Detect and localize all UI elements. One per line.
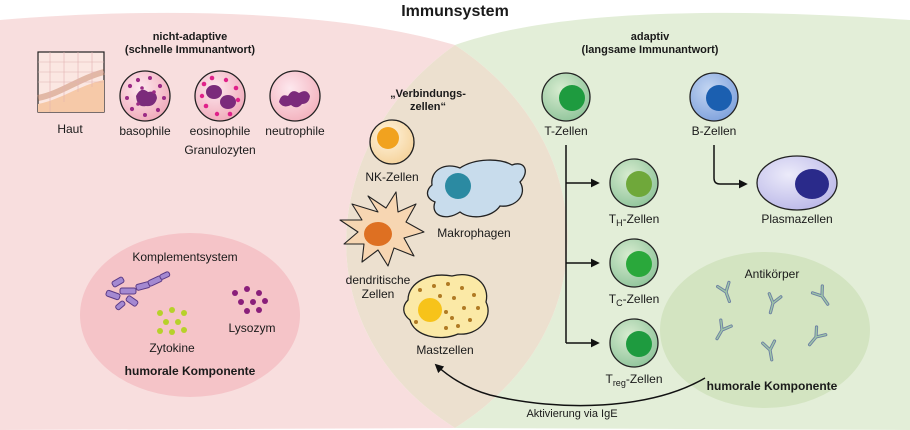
t-cells-label: T-Zellen xyxy=(544,124,587,138)
bridge-heading-line2: zellen“ xyxy=(410,101,446,113)
mast-cell xyxy=(403,274,489,339)
neutrophil-label: neutrophile xyxy=(265,124,325,138)
innate-humoral-zone xyxy=(80,233,300,397)
plasma-cells-label: Plasmazellen xyxy=(761,212,832,226)
skin-illustration xyxy=(37,51,105,113)
dendritic-cells-label-line2: Zellen xyxy=(362,287,395,301)
diagram-title: Immunsystem xyxy=(401,3,509,20)
macrophage-cell xyxy=(426,159,526,218)
complement-system-icon xyxy=(105,271,171,311)
mast-cells-label: Mastzellen xyxy=(416,343,473,357)
adaptive-humoral-component-label: humorale Komponente xyxy=(707,379,838,393)
basophil-label: basophile xyxy=(119,124,171,138)
adaptive-heading-line1: adaptiv xyxy=(631,31,670,43)
nk-cells-label: NK-Zellen xyxy=(365,170,418,184)
adaptive-heading-line2: (langsame Immunantwort) xyxy=(582,44,719,56)
neutrophil-cell xyxy=(269,70,321,122)
treg-cell xyxy=(609,318,659,368)
eosinophil-label: eosinophile xyxy=(190,124,251,138)
lysozyme-icon xyxy=(232,286,268,314)
tc-cells-label: TC-Zellen xyxy=(609,292,660,308)
antibody-highlights xyxy=(716,281,829,361)
th-cell xyxy=(609,158,659,208)
tc-cell xyxy=(609,238,659,288)
dendritic-cells-label-line1: dendritische xyxy=(346,273,411,287)
innate-humoral-component-label: humorale Komponente xyxy=(125,364,256,378)
t-cell-differentiation-arrows xyxy=(565,145,600,348)
ige-activation-label: Aktivierung via IgE xyxy=(526,408,617,420)
complement-label: Komplementsystem xyxy=(132,250,237,264)
adaptive-humoral-zone xyxy=(660,252,870,408)
macrophage-label: Makrophagen xyxy=(437,226,510,240)
th-cells-label: TH-Zellen xyxy=(609,212,660,228)
cytokines-icon xyxy=(157,307,187,335)
treg-cells-label: Treg-Zellen xyxy=(605,372,662,388)
t-cell xyxy=(541,72,591,122)
dendritic-cell xyxy=(339,191,425,267)
lysozyme-label: Lysozym xyxy=(229,321,276,335)
b-to-plasma-arrow xyxy=(713,145,748,189)
b-cell xyxy=(689,72,739,122)
ige-activation-arrow xyxy=(434,363,706,407)
cytokines-label: Zytokine xyxy=(149,341,195,355)
nk-cell xyxy=(369,119,415,165)
eosinophil-cell xyxy=(194,70,246,122)
b-cells-label: B-Zellen xyxy=(692,124,737,138)
granulocytes-label: Granulozyten xyxy=(184,143,255,157)
plasma-cell xyxy=(756,155,838,211)
innate-heading-line2: (schnelle Immunantwort) xyxy=(125,44,256,56)
skin-label: Haut xyxy=(57,122,83,136)
bridge-heading-line1: „Verbindungs- xyxy=(390,88,466,100)
antibodies-label: Antikörper xyxy=(745,267,800,281)
innate-heading-line1: nicht-adaptive xyxy=(153,31,228,43)
basophil-cell xyxy=(119,70,171,122)
